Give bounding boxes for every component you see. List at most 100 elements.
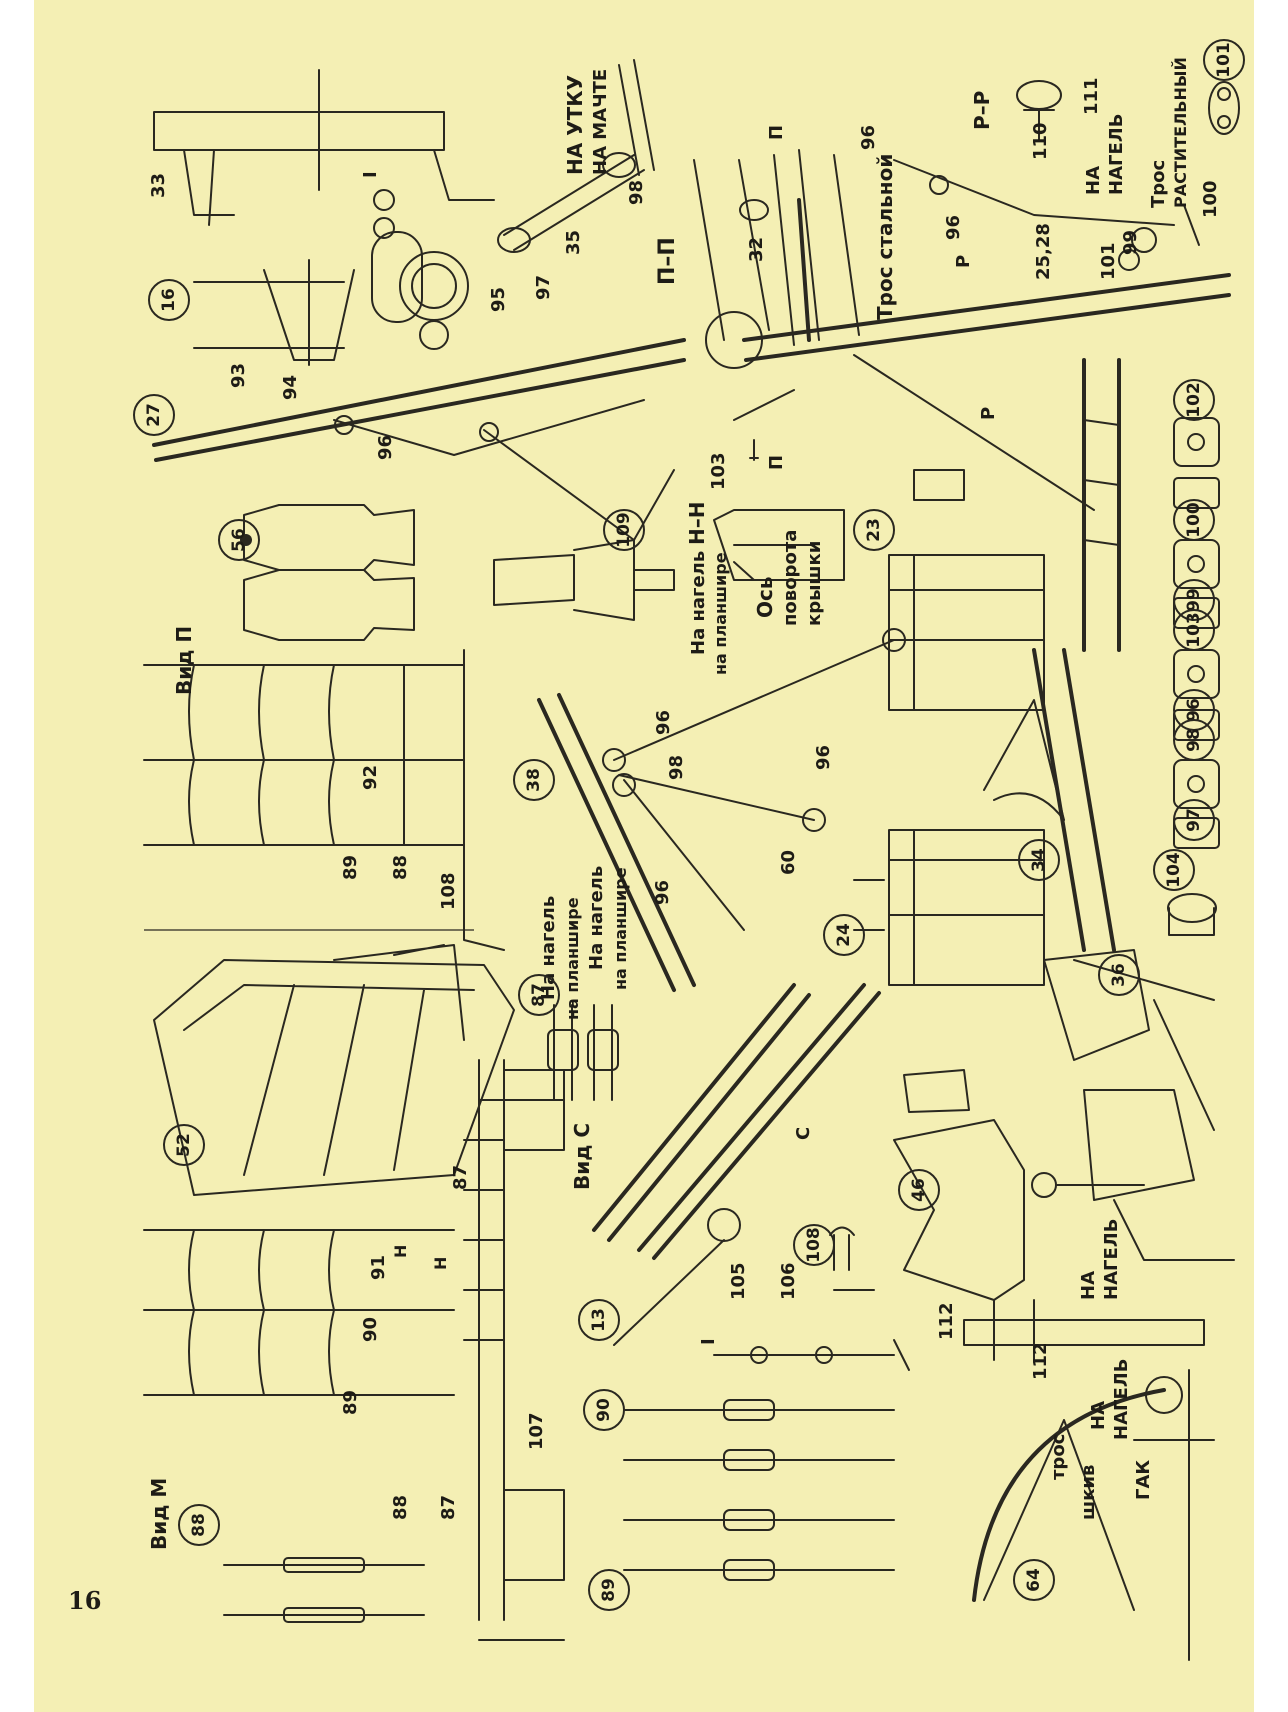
part-101: 101 (1098, 242, 1119, 280)
part-92: 92 (360, 765, 381, 790)
label-vegetable: РАСТИТЕЛЬНЫЙ (1171, 57, 1190, 208)
callout-circle (583, 1389, 625, 1431)
callout-number: 99 (1184, 588, 1204, 612)
part-100: 100 (1200, 180, 1221, 218)
turnbuckle-88 (223, 1557, 425, 1623)
callout-number: 56 (229, 528, 249, 552)
gaff-64: трос шкив ГАК НА НАГЕЛЬ (972, 1359, 1215, 1661)
callout-circle (588, 1569, 630, 1611)
callout-number: 24 (834, 923, 854, 947)
part-96-f: 96 (652, 880, 673, 905)
callout-circle (1173, 499, 1215, 541)
callout-circle (1153, 849, 1195, 891)
section-one-mark: I (360, 171, 381, 178)
turnbuckle-87 (547, 1004, 619, 1101)
callout-number: 38 (524, 768, 544, 792)
hatch-24 (853, 829, 1045, 986)
view-m-shrouds: 87 91 90 89 88 87 107 Н Н Вид М (143, 1059, 565, 1641)
callout-circle (853, 509, 895, 551)
view-m-title: Вид М (147, 1478, 171, 1550)
part-105: 105 (728, 1262, 749, 1300)
page-sheet: 33 I 95 97 35 98 НА УТКУ НА МАЧТЕ П–П 32… (34, 0, 1254, 1712)
marker-p-top: П (766, 125, 787, 140)
callout-circle (1203, 39, 1245, 81)
label-nagel-3: НАГЕЛЬ (1111, 1359, 1132, 1440)
boom-spar (1082, 358, 1121, 652)
callout-circle (1173, 579, 1215, 621)
pin-rail-112: 112 112 НА НАГЕЛЬ (936, 1219, 1205, 1380)
label-pin-rail-b1: На нагель (586, 866, 607, 970)
part-96-c: 96 (375, 435, 396, 460)
callout-number: 108 (804, 1227, 824, 1263)
callout-number: 104 (1164, 852, 1184, 888)
part-91: 91 (368, 1255, 389, 1280)
view-c-chainplates: Вид С С 105 106 (570, 983, 881, 1346)
callout-circle (1018, 839, 1060, 881)
marker-r: Р (978, 407, 999, 420)
part-103: 103 (708, 452, 729, 490)
part-112-b: 112 (1030, 1342, 1051, 1380)
part-110: 110 (1030, 122, 1051, 160)
callout-number: 102 (1184, 382, 1204, 418)
steel-rope-tackle: 96 Трос стальной 96 25,28 НА НАГЕЛЬ 101 … (833, 57, 1221, 336)
marker-r-top: Р (953, 255, 974, 268)
ladder-52 (153, 944, 515, 1196)
callout-circle (178, 1504, 220, 1546)
parts-104-36 (1043, 893, 1235, 1261)
callout-number: 36 (1109, 963, 1129, 987)
callout-circle (578, 1299, 620, 1341)
label-rope-small: трос (1048, 1434, 1069, 1480)
marker-p-bottom: П (766, 455, 787, 470)
marker-n-1: Н (431, 1257, 450, 1270)
section-n-n: Н–Н 103 Ось поворота крышки (685, 452, 845, 626)
mast-top-fragment: 33 I (148, 69, 495, 239)
part-89-b: 89 (340, 1390, 361, 1415)
callout-number: 64 (1024, 1568, 1044, 1592)
part-107: 107 (526, 1412, 547, 1450)
callout-circle (823, 914, 865, 956)
callout-number: 46 (909, 1178, 929, 1202)
callout-number: 52 (174, 1133, 194, 1157)
callout-circle (148, 279, 190, 321)
callout-number: 87 (529, 983, 549, 1007)
marker-n-2: Н (391, 1245, 410, 1258)
label-na-2: НА (1078, 1271, 1099, 1300)
label-lid-axis-3: крышки (804, 541, 825, 626)
callout-circle (1173, 689, 1215, 731)
callout-circle (1173, 609, 1215, 651)
section-pp-title: П–П (655, 237, 680, 285)
page-number: 16 (68, 1586, 102, 1615)
part-95: 95 (488, 287, 509, 312)
section-one-chain: I (698, 1338, 910, 1371)
part-87-b: 87 (438, 1495, 459, 1520)
part-32: 32 (746, 237, 767, 262)
callout-number: 34 (1029, 848, 1049, 872)
part-99: 99 (1120, 230, 1141, 255)
label-pin-rail-2: на планшире (711, 552, 730, 675)
part-96-b: 96 (943, 215, 964, 240)
callout-circle (603, 509, 645, 551)
part-108: 108 (438, 872, 459, 910)
label-na-3: НА (1088, 1401, 1109, 1430)
callout-circle (1013, 1559, 1055, 1601)
part-90: 90 (360, 1317, 381, 1342)
part-35: 35 (563, 230, 584, 255)
section-nn-title: Н–Н (685, 502, 709, 545)
label-nagel-2: НАГЕЛЬ (1101, 1219, 1122, 1300)
callout-circle (163, 1124, 205, 1166)
part-96-d: 96 (653, 710, 674, 735)
part-88-b: 88 (390, 1495, 411, 1520)
callout-number: 109 (614, 512, 634, 548)
block-assembly: 95 97 35 98 НА УТКУ НА МАЧТЕ (371, 59, 655, 350)
view-p-ratlines: Вид П 92 89 88 108 (143, 626, 505, 951)
fitting-16: 93 94 (193, 259, 355, 400)
callout-number: 90 (594, 1398, 614, 1422)
part-88: 88 (390, 855, 411, 880)
part-94: 94 (280, 375, 301, 400)
callout-number: 96 (1184, 698, 1204, 722)
part-25-28: 25,28 (1033, 223, 1054, 280)
callout-number: 98 (1184, 728, 1204, 752)
callout-circle (793, 1224, 835, 1266)
block-56 (240, 504, 415, 641)
marker-s: С (793, 1127, 814, 1140)
